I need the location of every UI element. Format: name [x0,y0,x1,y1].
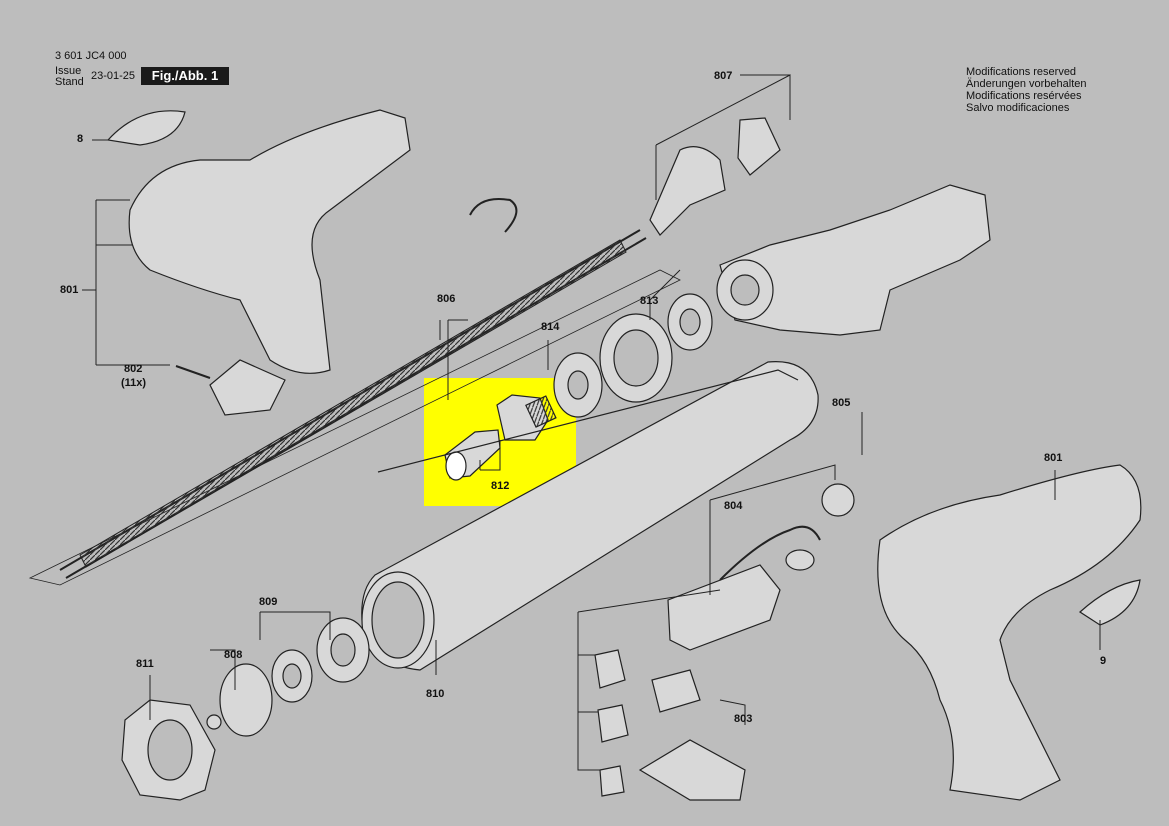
issue-label: Issue [55,65,82,77]
rack-teeth [79,239,627,568]
label-plate-9 [1079,579,1141,626]
part-label-804: 804 [724,500,743,512]
switch-small [651,669,701,713]
contact-block-c [599,765,625,797]
screw-802 [175,365,211,379]
cartridge-tube [361,361,819,671]
motor-gearbox [719,184,991,336]
part-label-811: 811 [136,658,154,670]
part-label-806: 806 [437,293,456,305]
part-label-813: 813 [640,295,659,307]
contact-block-a [594,649,626,689]
part-label-808: 808 [224,649,243,661]
switch-module [667,564,781,651]
plunger-disc-808 [219,663,273,737]
part-label-810: 810 [426,688,445,700]
part-label-812: 812 [491,480,510,492]
figure-label: Fig./Abb. 1 [141,67,229,85]
part-label-801-right: 801 [1044,452,1063,464]
battery-contact-plate [638,739,746,801]
modifications-notice: Modifications reserved Änderungen vorbeh… [966,66,1086,114]
part-label-802: 802 [124,363,143,375]
part-label-802-qty: (11x) [121,377,147,389]
housing-half-right [877,464,1142,801]
part-label-805: 805 [832,397,851,409]
part-label-9: 9 [1100,655,1107,667]
cable [719,525,821,581]
note-es: Salvo modificaciones [966,102,1070,114]
part-label-801-left: 801 [60,284,79,296]
part-label-8: 8 [77,133,84,145]
handle-cap [209,359,286,416]
issue-date: 23-01-25 [91,70,136,82]
note-de: Änderungen vorbehalten [966,78,1087,90]
gear-disc [821,483,855,517]
part-label-803: 803 [734,713,753,725]
latch-part [737,117,781,176]
housing-half-left [128,109,411,374]
retaining-clip [469,198,518,233]
contact-block-b [597,704,629,743]
part-label-809: 809 [259,596,278,608]
note-en: Modifications reserved [966,66,1077,78]
part-label-807: 807 [714,70,733,82]
note-fr: Modifications resérvées [966,90,1082,102]
trigger-lever [649,146,726,236]
part-label-814: 814 [541,321,560,333]
document-number: 3 601 JC4 000 [55,50,127,62]
stand-label: Stand [55,76,84,88]
label-plate-8 [106,110,186,146]
